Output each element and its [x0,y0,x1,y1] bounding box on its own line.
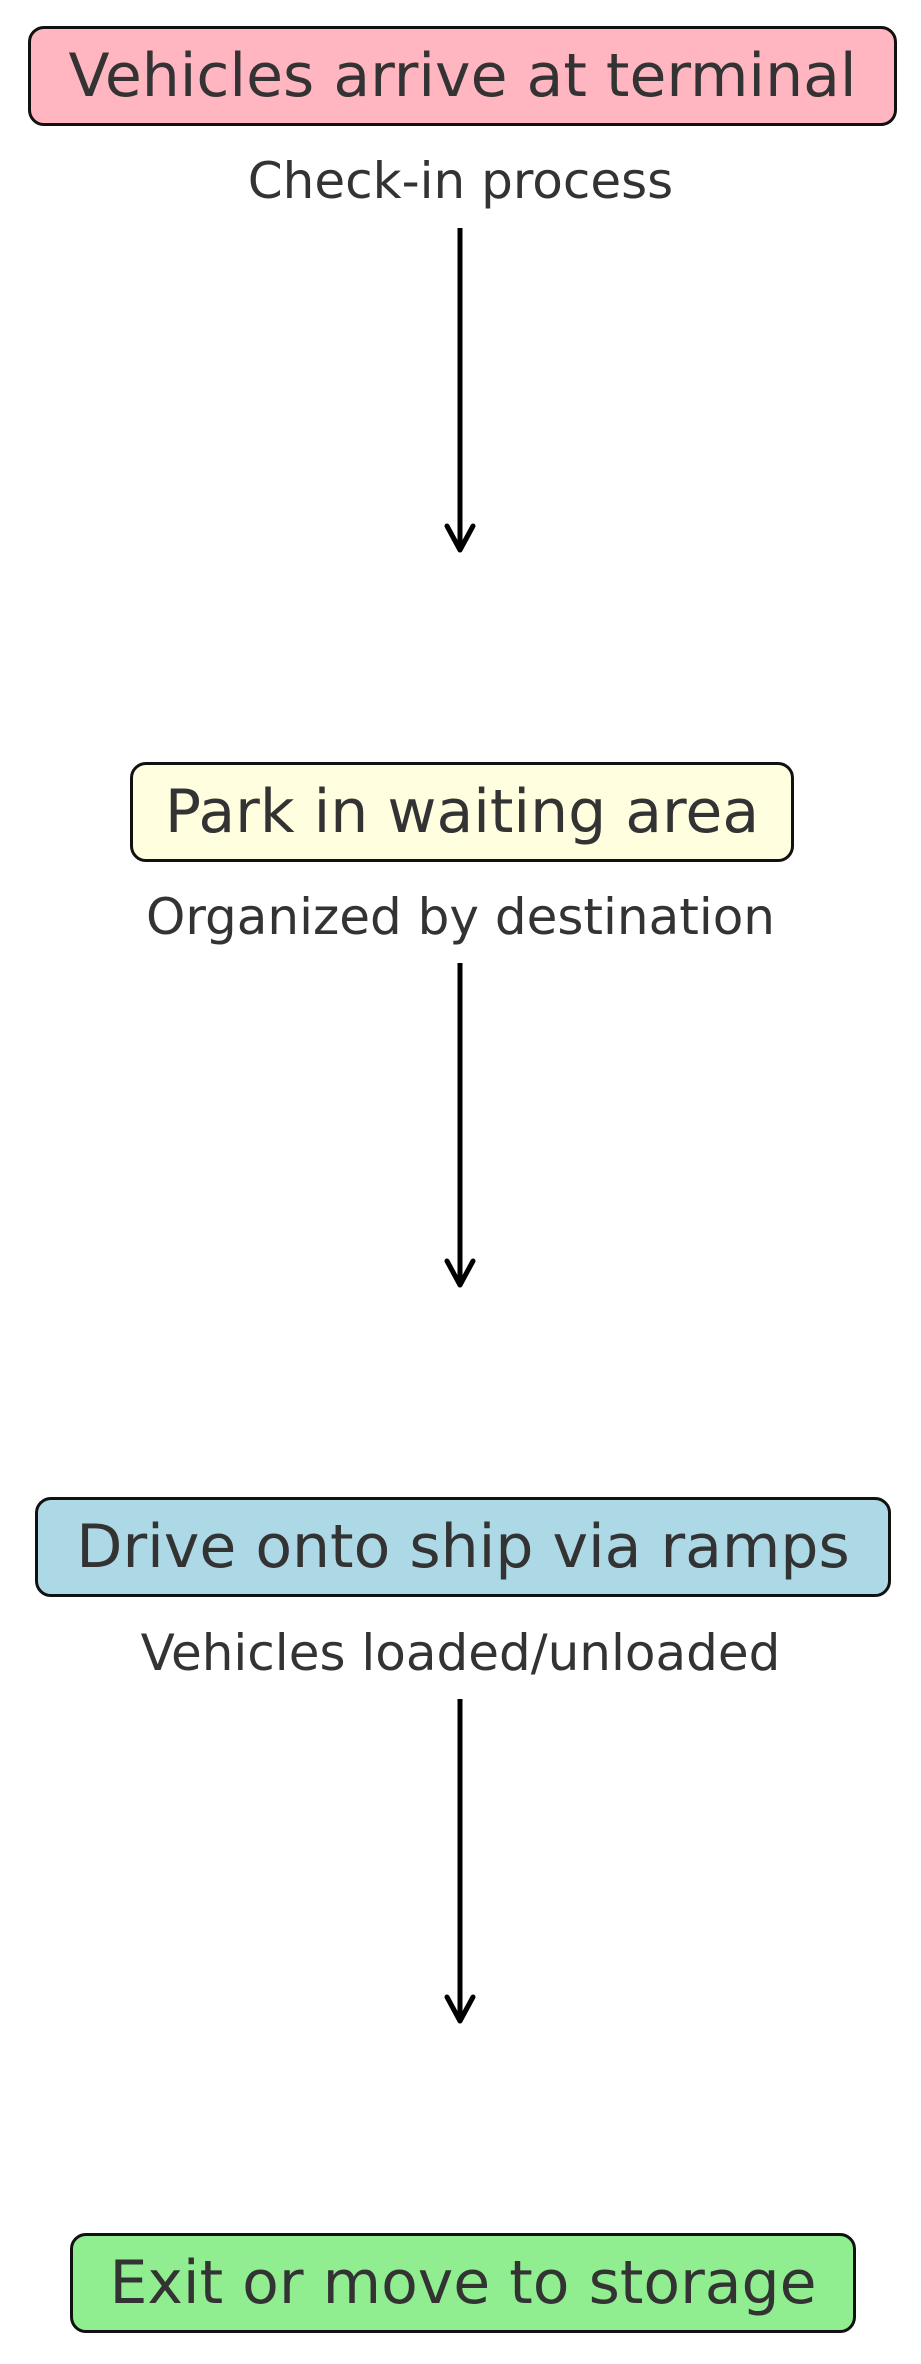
step-label: Vehicles arrive at terminal [68,41,857,111]
down-arrow-icon [430,1699,490,2025]
step-box-exit-storage: Exit or move to storage [70,2233,856,2333]
down-arrow-icon [430,963,490,1289]
down-arrow-icon [430,228,490,554]
step-label: Exit or move to storage [109,2248,817,2318]
step-box-drive-onto-ship: Drive onto ship via ramps [35,1497,891,1597]
step-note-check-in: Check-in process [247,152,674,210]
step-box-waiting-area: Park in waiting area [130,762,794,862]
step-box-arrive: Vehicles arrive at terminal [28,26,897,126]
step-label: Park in waiting area [164,777,760,847]
step-note-destination: Organized by destination [145,888,775,946]
step-note-loaded: Vehicles loaded/unloaded [140,1624,781,1682]
step-label: Drive onto ship via ramps [76,1512,850,1582]
